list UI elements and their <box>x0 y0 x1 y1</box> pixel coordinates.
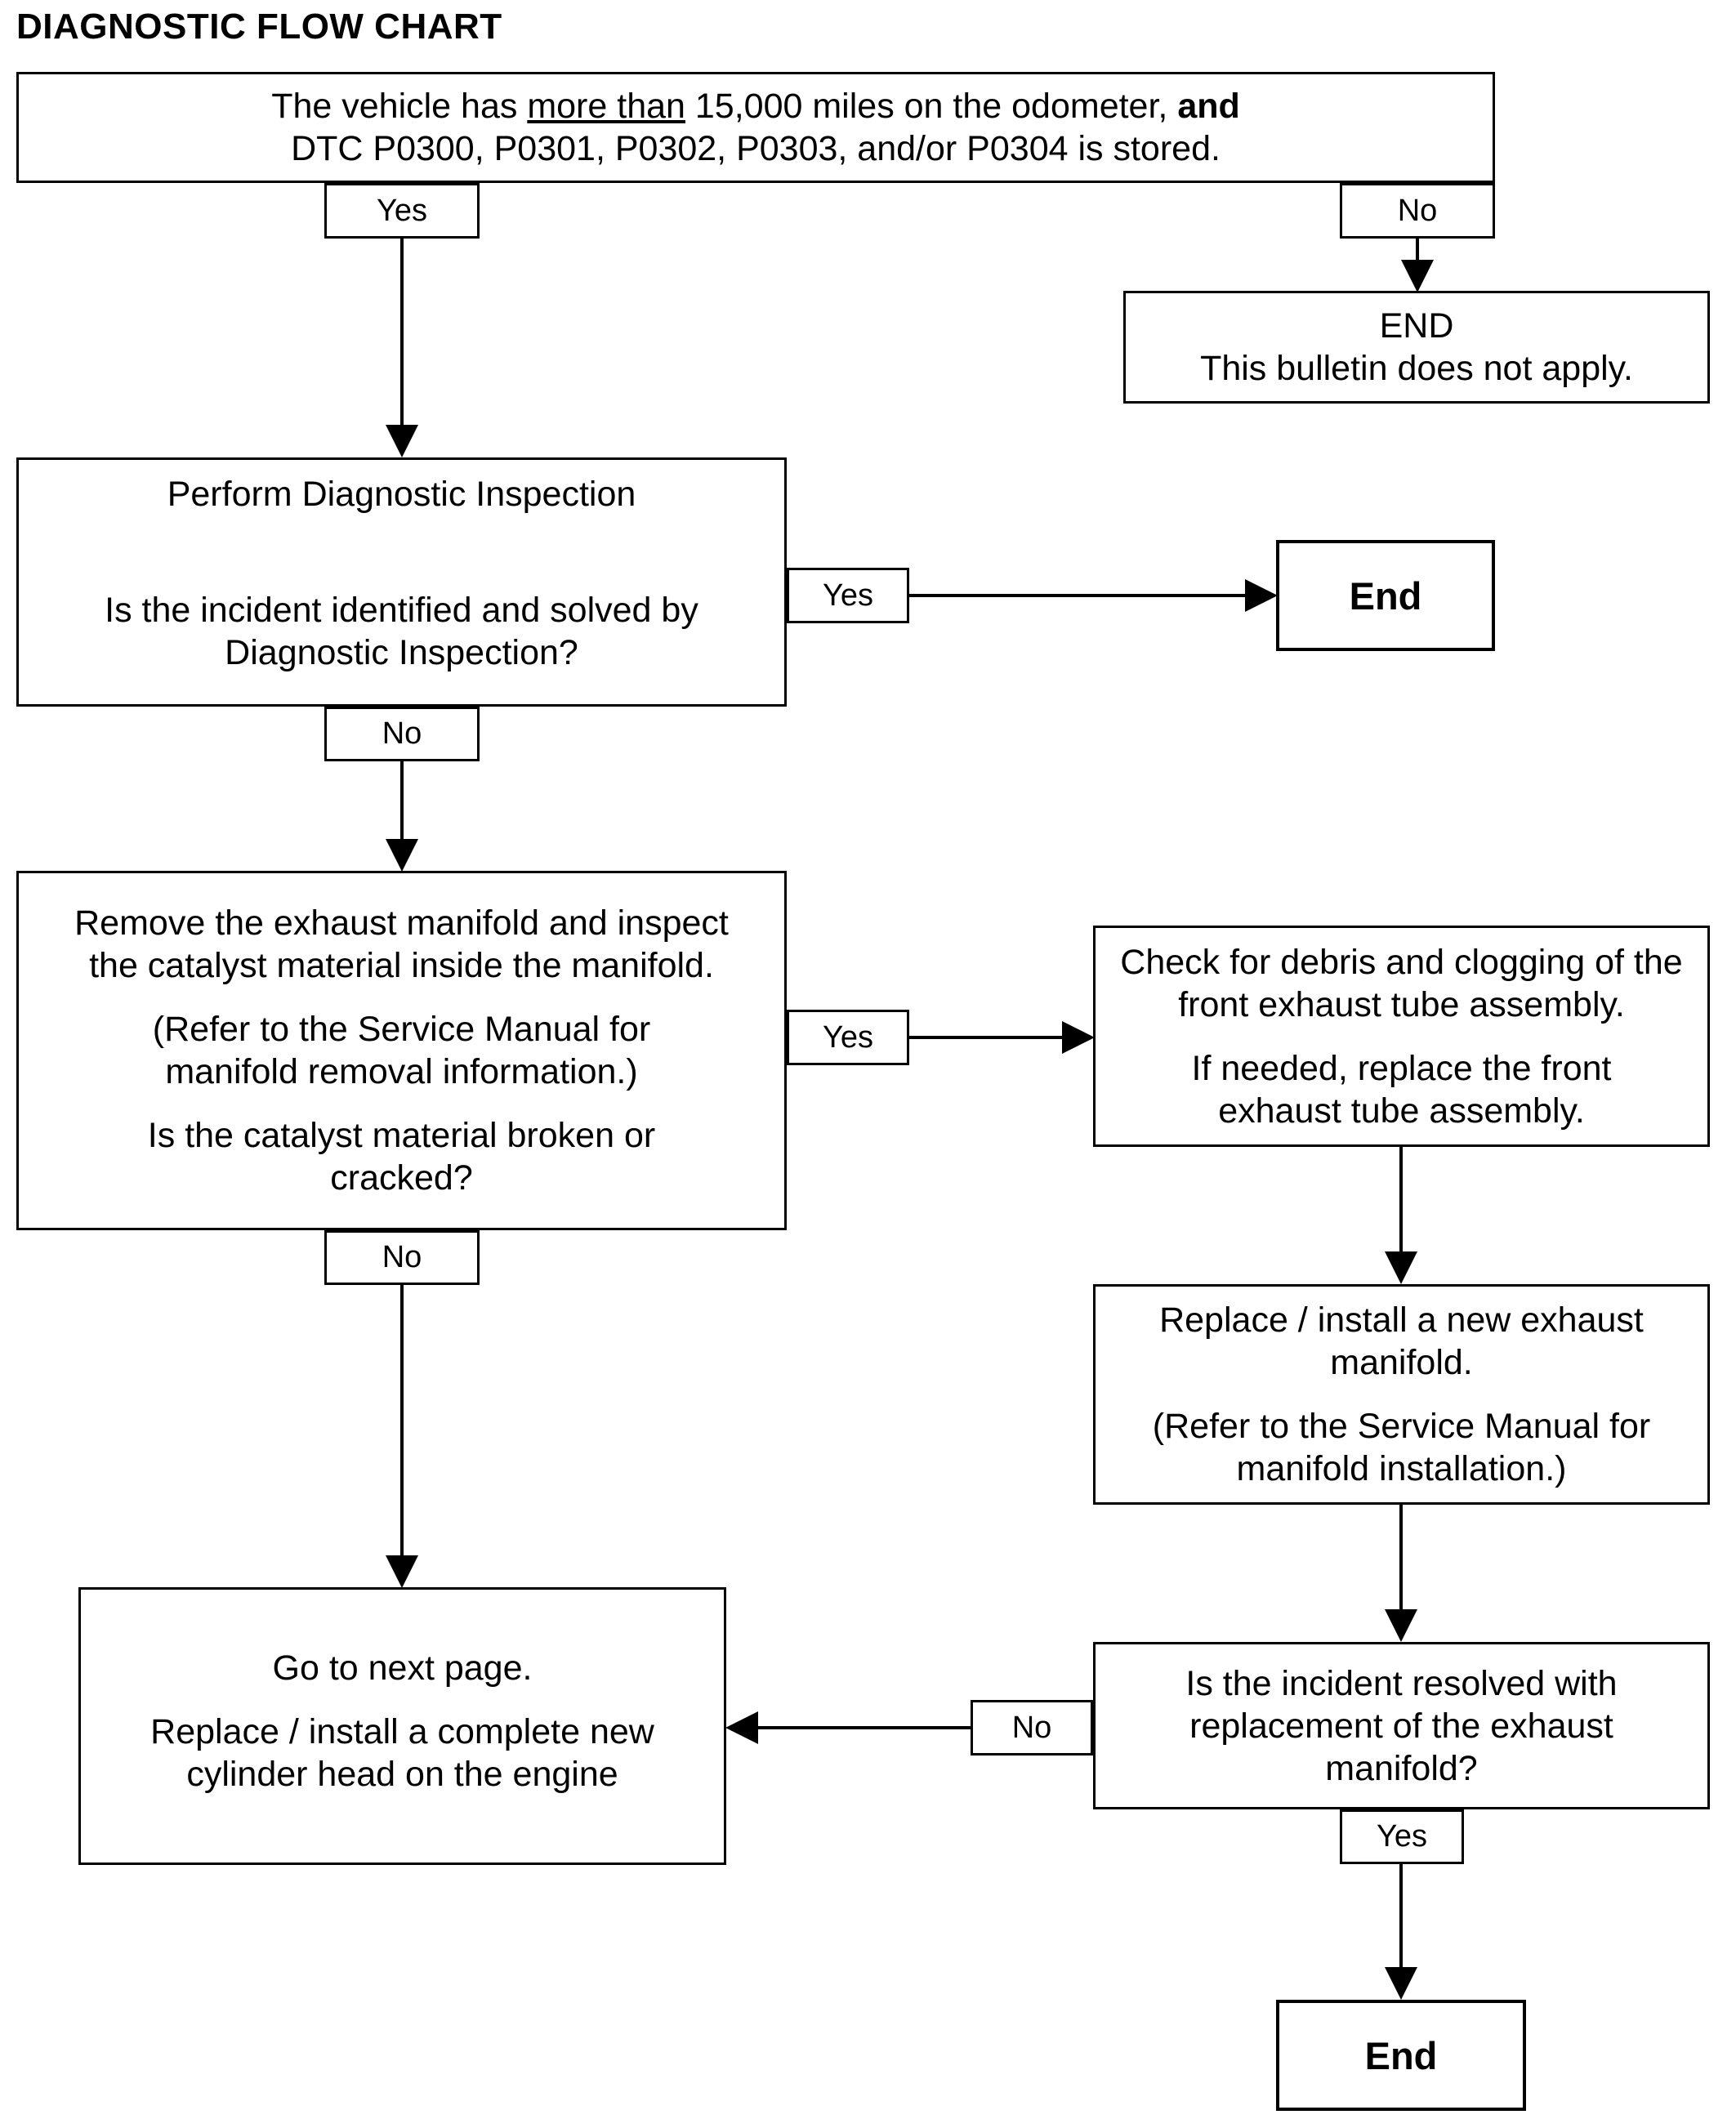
end-box-1: End <box>1276 540 1495 651</box>
condition-line-2: DTC P0300, P0301, P0302, P0303, and/or P… <box>291 129 1221 168</box>
box1-no-label: No <box>1340 183 1495 239</box>
condition-underlined: more than <box>527 87 685 126</box>
replace-manifold-text: Replace / install a new exhaust manifold… <box>1159 1300 1644 1382</box>
resolved-question-text: Is the incident resolved with replacemen… <box>1185 1663 1618 1788</box>
inspection-yes-label: Yes <box>787 568 909 623</box>
incident-resolved-question-box: Is the incident resolved with replacemen… <box>1093 1642 1710 1809</box>
end-box-2: End <box>1276 2000 1526 2111</box>
manifold-yes-label: Yes <box>787 1010 909 1065</box>
resolved-no-label: No <box>971 1700 1093 1755</box>
manifold-inspection-box: Remove the exhaust manifold and inspect … <box>16 871 787 1230</box>
inspection-heading: Perform Diagnostic Inspection <box>167 475 636 514</box>
debris-check-box: Check for debris and clogging of the fro… <box>1093 926 1710 1147</box>
diagnostic-inspection-box: Perform Diagnostic Inspection Is the inc… <box>16 457 787 707</box>
debris-check-text: Check for debris and clogging of the fro… <box>1120 942 1683 1024</box>
manifold-refer-text: (Refer to the Service Manual for manifol… <box>152 1010 651 1091</box>
replace-manifold-box: Replace / install a new exhaust manifold… <box>1093 1284 1710 1505</box>
end-label: END <box>1379 306 1454 346</box>
catalyst-question: Is the catalyst material broken or crack… <box>147 1116 656 1198</box>
manifold-no-label: No <box>324 1230 480 1285</box>
box1-yes-label: Yes <box>324 183 480 239</box>
end-bulletin-not-apply-box: END This bulletin does not apply. <box>1123 291 1710 404</box>
manifold-installation-refer-text: (Refer to the Service Manual for manifol… <box>1152 1407 1651 1488</box>
condition-bold: and <box>1177 87 1240 126</box>
condition-line-1: The vehicle has more than 15,000 miles o… <box>271 87 1240 126</box>
resolved-yes-label: Yes <box>1340 1809 1464 1864</box>
replace-front-tube-text: If needed, replace the front exhaust tub… <box>1191 1048 1612 1131</box>
next-page-text: Go to next page. <box>272 1648 533 1688</box>
cylinder-head-box: Go to next page. Replace / install a com… <box>78 1587 726 1865</box>
bulletin-not-apply-text: This bulletin does not apply. <box>1200 349 1633 388</box>
inspection-no-label: No <box>324 707 480 761</box>
odometer-dtc-condition-box: The vehicle has more than 15,000 miles o… <box>16 72 1495 183</box>
inspection-question: Is the incident identified and solved by… <box>105 591 698 672</box>
page-title: DIAGNOSTIC FLOW CHART <box>16 7 502 47</box>
manifold-remove-text: Remove the exhaust manifold and inspect … <box>74 903 729 985</box>
cylinder-head-text: Replace / install a complete new cylinde… <box>150 1712 654 1794</box>
